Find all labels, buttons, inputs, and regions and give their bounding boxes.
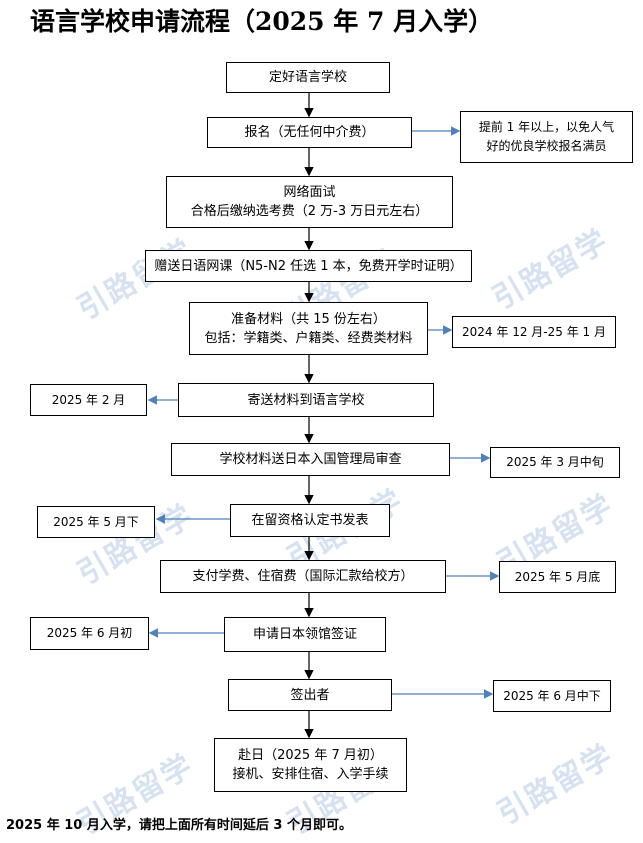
step-send-materials: 寄送材料到语言学校 bbox=[178, 383, 434, 417]
note-text: 2024 年 12 月-25 年 1 月 bbox=[462, 324, 606, 339]
note-text: 好的优良学校报名满员 bbox=[486, 139, 607, 153]
step-choose-school: 定好语言学校 bbox=[226, 62, 390, 93]
note-text: 2025 年 5 月下 bbox=[53, 514, 139, 529]
step-text: 赠送日语网课（N5-N2 任选 1 本，免费开学时证明） bbox=[154, 258, 463, 274]
step-apply: 报名（无任何中介费） bbox=[207, 117, 412, 148]
step-text: 签出者 bbox=[290, 687, 330, 703]
step-text: 申请日本领馆签证 bbox=[252, 627, 357, 642]
step-text: 接机、安排住宿、入学手续 bbox=[232, 767, 389, 782]
step-text: 在留资格认定书发表 bbox=[251, 513, 369, 528]
note-text: 2025 年 6 月中下 bbox=[503, 688, 601, 703]
step-text: 合格后缴纳选考费（2 万-3 万日元左右） bbox=[190, 204, 429, 219]
note-date-coe: 2025 年 5 月下 bbox=[37, 506, 155, 538]
step-text: 赴日（2025 年 7 月初） bbox=[238, 748, 383, 763]
step-text: 网络面试 bbox=[283, 185, 336, 200]
note-date-visa-issued: 2025 年 6 月中下 bbox=[493, 680, 611, 712]
note-text: 2025 年 6 月初 bbox=[46, 626, 133, 640]
note-text: 2025 年 5 月底 bbox=[514, 569, 601, 584]
step-visa-application: 申请日本领馆签证 bbox=[224, 617, 386, 652]
step-text: 报名（无任何中介费） bbox=[244, 125, 375, 140]
footer-note: 2025 年 10 月入学，请把上面所有时间延后 3 个月即可。 bbox=[6, 818, 352, 833]
step-immigration-review: 学校材料送日本入国管理局审查 bbox=[171, 443, 450, 476]
page-title: 语言学校申请流程（2025 年 7 月入学） bbox=[30, 7, 494, 36]
step-text: 学校材料送日本入国管理局审查 bbox=[219, 452, 402, 467]
step-coe-issued: 在留资格认定书发表 bbox=[230, 504, 390, 537]
note-date-visa: 2025 年 6 月初 bbox=[30, 617, 149, 650]
note-date-review: 2025 年 3 月中旬 bbox=[490, 447, 620, 478]
step-text: 包括：学籍类、户籍类、经费类材料 bbox=[204, 330, 413, 346]
note-date-send: 2025 年 2 月 bbox=[30, 384, 147, 416]
step-text: 支付学费、住宿费（国际汇款给校方） bbox=[192, 569, 414, 584]
step-text: 定好语言学校 bbox=[268, 70, 347, 85]
step-visa-issued: 签出者 bbox=[228, 679, 392, 711]
note-apply-early: 提前 1 年以上，以免人气 好的优良学校报名满员 bbox=[460, 111, 633, 163]
step-free-course: 赠送日语网课（N5-N2 任选 1 本，免费开学时证明） bbox=[145, 250, 472, 282]
step-online-interview: 网络面试 合格后缴纳选考费（2 万-3 万日元左右） bbox=[166, 176, 453, 228]
step-text: 准备材料（共 15 份左右） bbox=[231, 311, 386, 327]
step-pay-fees: 支付学费、住宿费（国际汇款给校方） bbox=[160, 560, 446, 593]
note-date-payment: 2025 年 5 月底 bbox=[499, 561, 616, 593]
step-text: 寄送材料到语言学校 bbox=[247, 392, 365, 408]
step-prepare-materials: 准备材料（共 15 份左右） 包括：学籍类、户籍类、经费类材料 bbox=[189, 302, 428, 355]
note-date-materials: 2024 年 12 月-25 年 1 月 bbox=[452, 316, 616, 348]
note-text: 2025 年 2 月 bbox=[51, 392, 126, 407]
note-text: 提前 1 年以上，以免人气 bbox=[478, 120, 615, 134]
step-go-to-japan: 赴日（2025 年 7 月初） 接机、安排住宿、入学手续 bbox=[214, 738, 407, 792]
note-text: 2025 年 3 月中旬 bbox=[506, 455, 604, 469]
